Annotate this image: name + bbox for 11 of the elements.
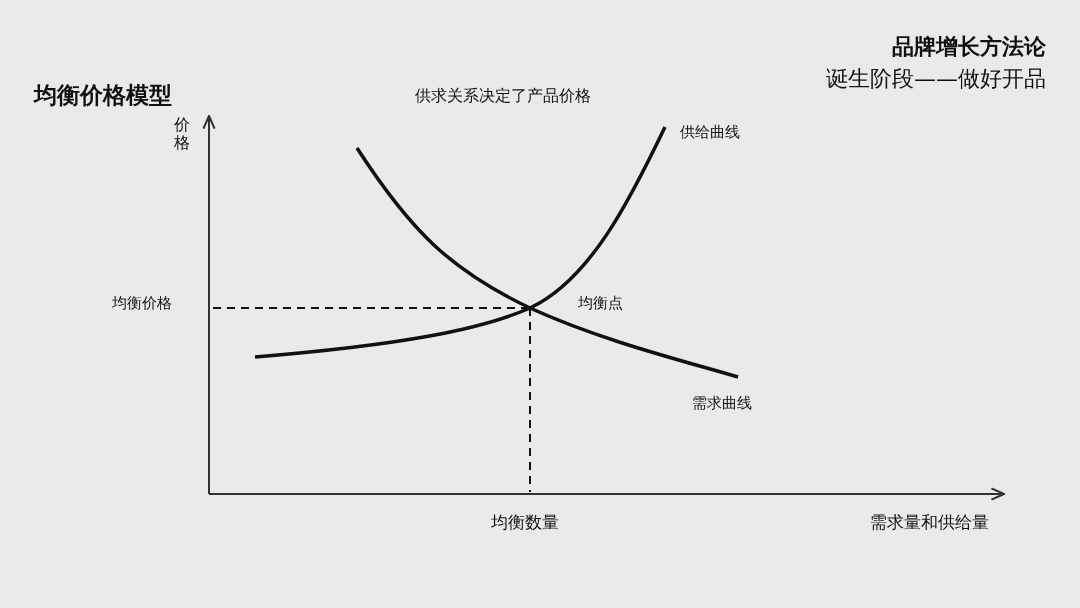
axis-value-label: 均衡价格	[112, 293, 172, 314]
axis-label: 价格	[174, 116, 190, 152]
chart-subtitle: 供求关系决定了产品价格	[415, 85, 591, 107]
axis-value-label: 均衡数量	[491, 511, 559, 534]
axis-label: 需求量和供给量	[870, 511, 989, 534]
curve-label: 供给曲线	[680, 122, 740, 143]
diagram-title: 均衡价格模型	[34, 81, 172, 110]
header-title: 品牌增长方法论	[892, 33, 1046, 61]
header-subtitle: 诞生阶段——做好开品	[826, 65, 1046, 93]
curve-label: 需求曲线	[692, 393, 752, 414]
point-label: 均衡点	[578, 293, 623, 314]
